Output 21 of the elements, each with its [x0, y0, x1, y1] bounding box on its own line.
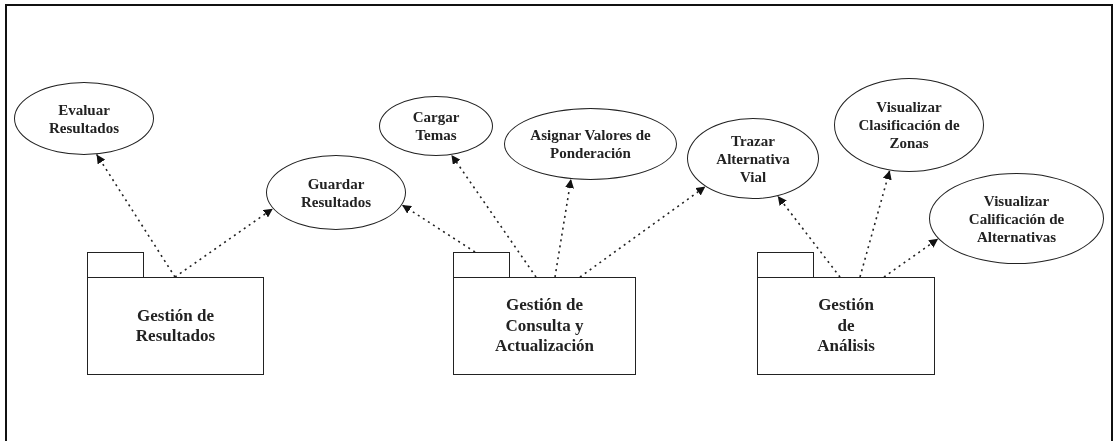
dependency-arrow	[579, 185, 707, 278]
node-label: Cargar Temas	[411, 108, 461, 144]
dependency-arrow	[450, 154, 537, 278]
node-label: Evaluar Resultados	[48, 100, 120, 137]
node-label: Gestión de Análisis	[816, 295, 876, 357]
dependency-arrow	[401, 204, 476, 253]
dependency-arrow	[776, 195, 841, 278]
dependency-arrow	[883, 237, 939, 278]
node-label: Gestión de Resultados	[134, 305, 217, 347]
package-box	[453, 252, 636, 375]
package-box	[757, 252, 935, 375]
node-label: Gestión de Consulta y Actualización	[493, 295, 596, 357]
dependency-arrow	[95, 153, 176, 278]
node-label: Trazar Alternativa Vial	[715, 131, 791, 186]
node-label: Visualizar Clasificación de Zonas	[857, 98, 961, 152]
node-label: Visualizar Calificación de Alternativas	[967, 191, 1066, 246]
node-label: Asignar Valores de Ponderación	[529, 126, 652, 162]
dependency-arrow	[554, 178, 574, 278]
node-label: Guardar Resultados	[300, 174, 372, 211]
dependency-arrow	[174, 207, 274, 278]
package-box	[87, 252, 264, 375]
